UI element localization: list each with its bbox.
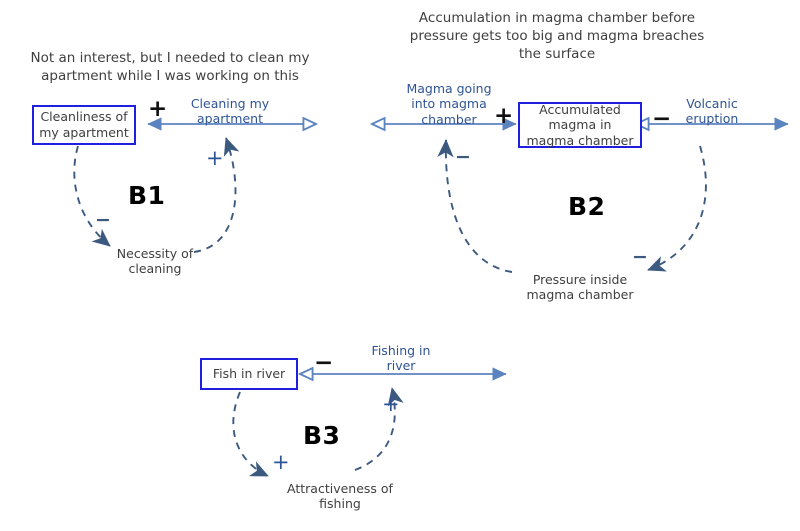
loop-id-b3: B3: [303, 421, 341, 450]
b1-caption: Not an interest, but I needed to clean m…: [30, 50, 310, 84]
stock-cleanliness-of-my-apartment[interactable]: Cleanliness of my apartment: [32, 105, 136, 145]
b1-link-stock-to-aux-sign: −: [95, 209, 111, 231]
b1-link-aux-to-flow-sign: +: [206, 146, 224, 170]
flow-label-magma-going-into-magma-chamber: Magma going into magma chamber: [406, 81, 492, 127]
flow-label-fishing-in-river: Fishing in river: [371, 343, 431, 374]
b2-link-aux-to-inflow-sign: −: [455, 146, 471, 168]
b3-link-stock-to-aux: [232, 391, 269, 477]
stock-accumulated-magma-in-magma-chamber[interactable]: Accumulated magma in magma chamber: [518, 102, 642, 148]
b2-link-stock-to-aux: [647, 145, 707, 272]
b3-link-aux-to-flow-sign: +: [382, 392, 400, 416]
stock-fish-in-river[interactable]: Fish in river: [200, 358, 298, 390]
flow-label-cleaning-my-apartment: Cleaning my apartment: [190, 96, 270, 127]
b2-link-stock-to-aux-sign: −: [632, 246, 648, 268]
b2-caption: Accumulation in magma chamber before pre…: [409, 10, 705, 62]
aux-necessity-of-cleaning[interactable]: Necessity of cleaning: [116, 246, 194, 277]
aux-attractiveness-of-fishing[interactable]: Attractiveness of fishing: [287, 481, 393, 512]
b1-link-stock-to-aux: [73, 145, 111, 247]
b3-link-stock-to-aux-sign: +: [272, 450, 290, 474]
loop-id-b1: B1: [128, 181, 166, 210]
b2-outflow-sign: −: [652, 106, 672, 132]
b3-flow-sign: −: [314, 350, 334, 376]
loop-id-b2: B2: [568, 192, 606, 221]
flow-label-volcanic-eruption: Volcanic eruption: [685, 96, 739, 127]
b1-flow-sign: +: [148, 96, 168, 122]
b2-inflow-sign: +: [494, 103, 514, 129]
aux-pressure-inside-magma-chamber[interactable]: Pressure inside magma chamber: [526, 272, 634, 303]
